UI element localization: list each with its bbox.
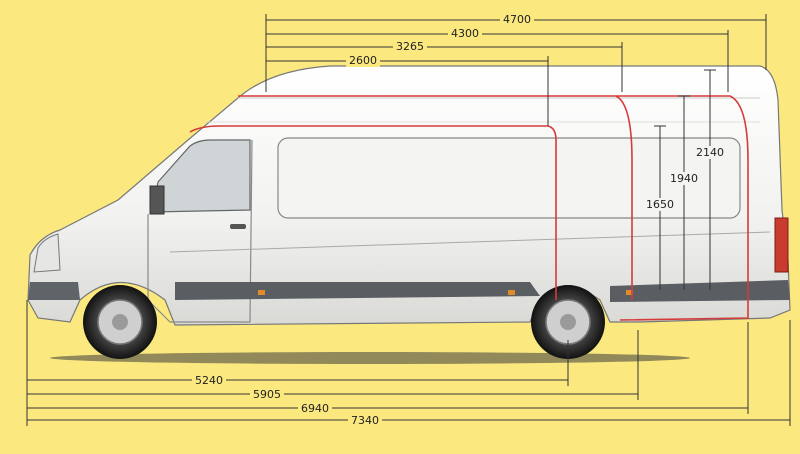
bottom-dimensions: [26, 300, 791, 426]
bottom-dimension-labels: 5240 5905 6940 7340: [192, 373, 382, 427]
dim-label-4300: 4300: [451, 27, 479, 40]
dim-label-3265: 3265: [396, 40, 424, 53]
dim-label-1650: 1650: [646, 198, 674, 211]
dim-label-2140: 2140: [696, 146, 724, 159]
dim-label-5240: 5240: [195, 374, 223, 387]
dim-label-4700: 4700: [503, 13, 531, 26]
dim-label-6940: 6940: [301, 402, 329, 415]
dim-label-5905: 5905: [253, 388, 281, 401]
van-body: [27, 65, 791, 326]
dim-label-1940: 1940: [670, 172, 698, 185]
top-dimension-labels: 4700 4300 3265 2600: [346, 13, 534, 67]
ground-shadow: [50, 352, 690, 364]
cargo-outline-long: [616, 95, 749, 321]
front-wheel: [83, 285, 157, 359]
top-dimensions: [265, 14, 767, 126]
dim-label-7340: 7340: [351, 414, 379, 427]
height-dimension-labels: 2140 1940 1650: [644, 146, 726, 211]
dim-label-2600: 2600: [349, 54, 377, 67]
